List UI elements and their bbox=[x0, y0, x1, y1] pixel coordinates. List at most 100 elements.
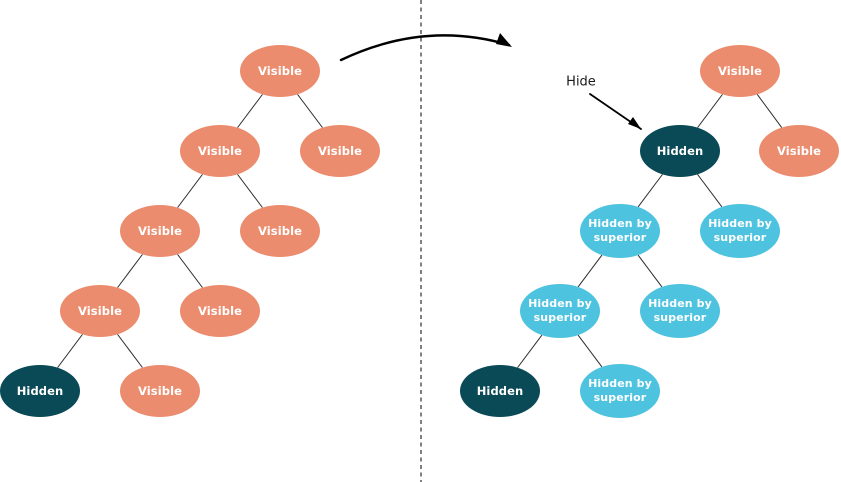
left-tree-edges bbox=[57, 94, 323, 368]
node-ellipse bbox=[460, 365, 540, 417]
node-label: Visible bbox=[318, 144, 362, 158]
node-label: Visible bbox=[198, 144, 242, 158]
node-ellipse bbox=[520, 284, 600, 338]
tree-edge bbox=[237, 94, 263, 128]
node-label-line: Visible bbox=[198, 144, 242, 158]
tree-node-hidden[interactable]: Hidden bbox=[640, 125, 720, 177]
node-ellipse bbox=[640, 284, 720, 338]
tree-node-hidden[interactable]: Hidden bbox=[0, 365, 80, 417]
node-ellipse bbox=[300, 125, 380, 177]
tree-node-hidden[interactable]: Hidden bbox=[460, 365, 540, 417]
node-label: Visible bbox=[258, 64, 302, 78]
node-label-line: Visible bbox=[198, 304, 242, 318]
node-ellipse bbox=[180, 285, 260, 337]
tree-edge bbox=[117, 254, 143, 288]
node-label-line: Visible bbox=[138, 224, 182, 238]
node-label-line: Hidden by bbox=[588, 377, 652, 390]
node-label: Visible bbox=[777, 144, 821, 158]
node-label: Visible bbox=[718, 64, 762, 78]
hide-arrow-head-icon bbox=[628, 117, 641, 129]
node-label-line: Visible bbox=[777, 144, 821, 158]
tree-node-visible[interactable]: Visible bbox=[240, 205, 320, 257]
right-tree-edges bbox=[517, 94, 783, 368]
node-ellipse bbox=[0, 365, 80, 417]
tree-node-visible[interactable]: Visible bbox=[759, 125, 839, 177]
node-label-line: Hidden by bbox=[648, 297, 712, 310]
node-label-line: Visible bbox=[258, 224, 302, 238]
node-label-line: Visible bbox=[78, 304, 122, 318]
transition-arrow-head-icon bbox=[496, 33, 512, 47]
tree-edge bbox=[697, 94, 723, 128]
node-label: Hidden bbox=[477, 384, 524, 398]
tree-edge bbox=[637, 254, 663, 288]
tree-edge bbox=[237, 174, 263, 208]
node-label: Visible bbox=[198, 304, 242, 318]
node-label-line: Hidden bbox=[477, 384, 524, 398]
node-label-line: Hidden bbox=[17, 384, 64, 398]
hide-annotation-label: Hide bbox=[566, 75, 596, 90]
node-label: Visible bbox=[258, 224, 302, 238]
node-label-line: Hidden by bbox=[588, 217, 652, 230]
tree-node-visible[interactable]: Visible bbox=[120, 365, 200, 417]
tree-edge bbox=[697, 174, 723, 208]
tree-node-visible[interactable]: Visible bbox=[120, 205, 200, 257]
node-ellipse bbox=[759, 125, 839, 177]
tree-edge bbox=[517, 334, 543, 368]
tree-node-visible[interactable]: Visible bbox=[180, 285, 260, 337]
node-label-line: Visible bbox=[718, 64, 762, 78]
node-label-line: superior bbox=[534, 311, 587, 324]
node-label-line: Hidden by bbox=[528, 297, 592, 310]
node-label: Visible bbox=[138, 384, 182, 398]
tree-node-visible[interactable]: Visible bbox=[60, 285, 140, 337]
node-ellipse bbox=[240, 205, 320, 257]
node-label-line: superior bbox=[714, 231, 767, 244]
tree-edge bbox=[297, 94, 323, 128]
node-ellipse bbox=[700, 204, 780, 258]
node-ellipse bbox=[60, 285, 140, 337]
node-ellipse bbox=[180, 125, 260, 177]
tree-edge bbox=[57, 334, 83, 368]
transition-arrow bbox=[339, 34, 511, 62]
tree-edge bbox=[177, 254, 203, 288]
tree-edge bbox=[117, 334, 143, 368]
tree-edge bbox=[756, 94, 783, 128]
node-label-line: superior bbox=[654, 311, 707, 324]
node-label-line: superior bbox=[594, 391, 647, 404]
node-label-line: Visible bbox=[138, 384, 182, 398]
node-ellipse bbox=[580, 364, 660, 418]
node-ellipse bbox=[580, 204, 660, 258]
tree-node-visible[interactable]: Visible bbox=[300, 125, 380, 177]
node-label-line: Hidden bbox=[657, 144, 704, 158]
node-label-line: superior bbox=[594, 231, 647, 244]
tree-node-visible[interactable]: Visible bbox=[700, 45, 780, 97]
node-ellipse bbox=[120, 205, 200, 257]
node-ellipse bbox=[640, 125, 720, 177]
node-label: Hidden bbox=[17, 384, 64, 398]
node-label: Hidden bbox=[657, 144, 704, 158]
node-label: Visible bbox=[78, 304, 122, 318]
tree-node-visible[interactable]: Visible bbox=[180, 125, 260, 177]
node-label-line: Hidden by bbox=[708, 217, 772, 230]
tree-edge bbox=[637, 174, 663, 208]
tree-edge bbox=[177, 174, 203, 208]
node-ellipse bbox=[700, 45, 780, 97]
node-label-line: Visible bbox=[318, 144, 362, 158]
tree-node-visible[interactable]: Visible bbox=[240, 45, 320, 97]
tree-edge bbox=[577, 334, 603, 368]
node-label: Visible bbox=[138, 224, 182, 238]
node-ellipse bbox=[120, 365, 200, 417]
